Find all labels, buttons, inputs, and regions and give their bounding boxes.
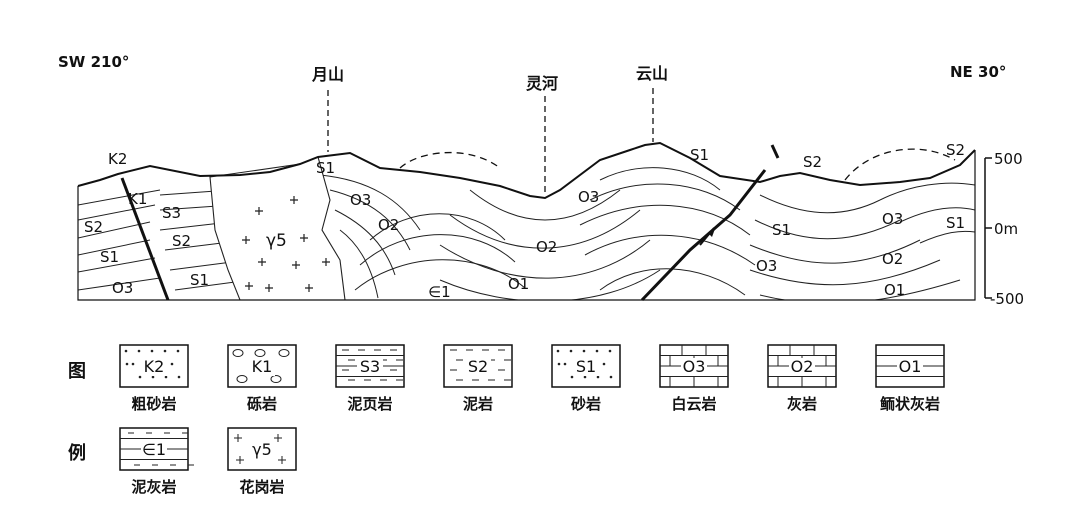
legend-code: S2 bbox=[468, 357, 488, 376]
direction-ne: NE 30° bbox=[950, 63, 1006, 81]
label-s2-right: S2 bbox=[803, 153, 822, 171]
label-s3: S3 bbox=[162, 204, 181, 222]
scale-middle: 0m bbox=[994, 220, 1018, 238]
legend-code: O2 bbox=[791, 357, 814, 376]
label-e1: ∈1 bbox=[428, 283, 451, 301]
label-s1-far: S1 bbox=[946, 214, 965, 232]
label-o1-right: O1 bbox=[884, 281, 905, 299]
label-k2: K2 bbox=[108, 150, 127, 168]
legend-item: O3 白云岩 bbox=[659, 344, 729, 413]
legend-code: K2 bbox=[144, 357, 165, 376]
legend-item: S1 砂岩 bbox=[551, 344, 621, 413]
elevation-scale bbox=[984, 157, 992, 299]
place-yueshan: 月山 bbox=[311, 65, 344, 84]
label-s2-far: S2 bbox=[946, 141, 965, 159]
label-s1-mid: S1 bbox=[190, 271, 209, 289]
legend-code: ∈1 bbox=[142, 440, 166, 459]
label-s1-right: S1 bbox=[772, 221, 791, 239]
label-o3-b: O3 bbox=[578, 188, 599, 206]
label-s1-left: S1 bbox=[100, 248, 119, 266]
place-yunshan: 云山 bbox=[636, 64, 668, 83]
label-k1: K1 bbox=[128, 190, 147, 208]
label-o3-left: O3 bbox=[112, 279, 133, 297]
legend-label: 粗砂岩 bbox=[131, 395, 176, 413]
legend-item: O1 鲕状灰岩 bbox=[875, 344, 945, 413]
legend-label: 花岗岩 bbox=[239, 478, 284, 496]
legend-code: O3 bbox=[683, 357, 706, 376]
legend-code: γ5 bbox=[252, 440, 272, 459]
section-body bbox=[77, 141, 976, 302]
legend-item: K2 粗砂岩 bbox=[119, 344, 189, 413]
scale-bottom: -500 bbox=[990, 290, 1024, 308]
legend: K2 粗砂岩 K1 砾岩 S3 泥页岩 S2 泥岩 S1 砂岩 O3 白云岩 O2 灰岩 O1 鲕状灰岩 ∈1 泥… bbox=[119, 344, 945, 496]
eroded-anticline-1 bbox=[399, 151, 501, 169]
direction-sw: SW 210° bbox=[58, 53, 129, 71]
label-o1-a: O1 bbox=[508, 275, 529, 293]
legend-code: S1 bbox=[576, 357, 596, 376]
legend-item: O2 灰岩 bbox=[767, 344, 837, 413]
legend-item: K1 砾岩 bbox=[227, 344, 297, 413]
legend-title-bottom: 例 bbox=[68, 442, 86, 464]
label-s1-top: S1 bbox=[316, 159, 335, 177]
legend-label: 泥页岩 bbox=[347, 395, 392, 413]
legend-item: S2 泥岩 bbox=[443, 344, 513, 413]
label-o3-right: O3 bbox=[882, 210, 903, 228]
legend-label: 泥岩 bbox=[463, 395, 493, 413]
legend-label: 灰岩 bbox=[787, 395, 817, 413]
section-unit-labels: K2 K1 S3 S2 S1 O3 S2 S1 γ5 S1 O3 O2 ∈1 O… bbox=[84, 141, 965, 301]
legend-item: S3 泥页岩 bbox=[335, 344, 405, 413]
legend-code: K1 bbox=[252, 357, 273, 376]
legend-swatch bbox=[227, 344, 297, 388]
legend-label: 砂岩 bbox=[571, 395, 601, 413]
label-o3-a: O3 bbox=[350, 191, 371, 209]
place-linghe: 灵河 bbox=[526, 74, 558, 93]
label-s2-left: S2 bbox=[84, 218, 103, 236]
legend-label: 泥灰岩 bbox=[131, 478, 176, 496]
label-s1-yunshan: S1 bbox=[690, 146, 709, 164]
legend-item: γ5 花岗岩 bbox=[227, 427, 297, 496]
label-s2-mid: S2 bbox=[172, 232, 191, 250]
label-o3-c: O3 bbox=[756, 257, 777, 275]
legend-title-top: 图 bbox=[68, 361, 86, 382]
legend-item: ∈1 泥灰岩 bbox=[119, 427, 194, 496]
legend-code: O1 bbox=[899, 357, 922, 376]
label-granite: γ5 bbox=[266, 231, 287, 251]
label-o2-right: O2 bbox=[882, 250, 903, 268]
legend-label: 砾岩 bbox=[247, 395, 277, 413]
label-o2-a: O2 bbox=[378, 216, 399, 234]
legend-label: 白云岩 bbox=[671, 395, 716, 413]
eroded-anticline-2 bbox=[844, 148, 956, 181]
label-o2-b: O2 bbox=[536, 238, 557, 256]
legend-code: S3 bbox=[360, 357, 380, 376]
scale-top: 500 bbox=[994, 150, 1023, 168]
legend-label: 鲕状灰岩 bbox=[880, 395, 940, 413]
granite-crosses bbox=[242, 196, 330, 292]
